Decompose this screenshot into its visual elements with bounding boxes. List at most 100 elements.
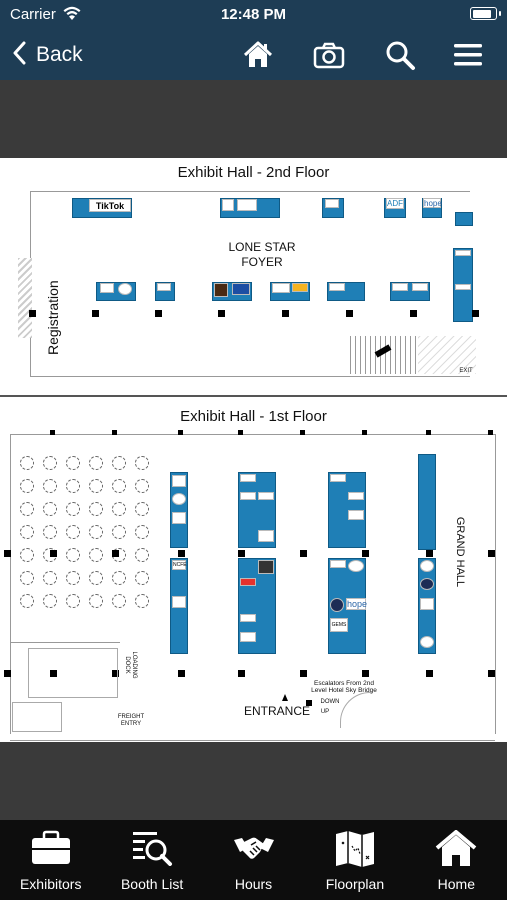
round-table xyxy=(20,479,34,493)
pillar xyxy=(300,430,305,435)
tab-hours[interactable]: Hours xyxy=(203,820,304,900)
foyer-label-line2: FOYER xyxy=(241,255,283,269)
pillar xyxy=(4,670,11,677)
tab-bar: Exhibitors Booth List Hours xyxy=(0,820,507,900)
tab-hours-label: Hours xyxy=(234,876,273,892)
exhibitor-logo xyxy=(330,560,346,568)
pillar xyxy=(50,430,55,435)
booth[interactable] xyxy=(418,454,436,550)
wall xyxy=(18,258,32,338)
exit-label: EXIT xyxy=(459,368,473,374)
wifi-icon xyxy=(62,5,82,26)
exhibitor-logo xyxy=(258,492,274,500)
camera-icon[interactable] xyxy=(313,39,345,71)
foyer-label-line1: LONE STAR xyxy=(228,240,296,254)
wall xyxy=(10,642,120,643)
booth[interactable] xyxy=(170,472,188,548)
pillar xyxy=(282,310,289,317)
exhibitor-logo xyxy=(258,560,274,574)
round-table xyxy=(43,571,57,585)
pillar xyxy=(178,430,183,435)
round-table xyxy=(89,502,103,516)
tab-home[interactable]: Home xyxy=(406,820,507,900)
round-table xyxy=(43,456,57,470)
search-icon[interactable] xyxy=(384,39,416,71)
pillar xyxy=(488,550,495,557)
wall xyxy=(30,376,470,377)
back-button[interactable]: Back xyxy=(12,38,83,72)
booth[interactable] xyxy=(455,212,473,226)
round-table xyxy=(66,502,80,516)
pillar xyxy=(50,550,57,557)
escalators-label: Escalators From 2nd Level Hotel Sky Brid… xyxy=(306,680,382,694)
pillar xyxy=(488,670,495,677)
pillar xyxy=(410,310,417,317)
round-table xyxy=(89,571,103,585)
tab-booth-list[interactable]: Booth List xyxy=(101,820,202,900)
round-table xyxy=(43,479,57,493)
pillar xyxy=(112,430,117,435)
escalator-marker xyxy=(306,700,312,706)
exhibitor-logo xyxy=(330,598,344,612)
tab-exhibitors-label: Exhibitors xyxy=(19,876,82,892)
pillar xyxy=(238,670,245,677)
exhibitor-logo xyxy=(172,493,186,505)
round-table xyxy=(135,594,149,608)
round-table xyxy=(66,594,80,608)
exhibitor-logo xyxy=(412,283,428,291)
round-table xyxy=(112,479,126,493)
wall xyxy=(495,434,496,734)
nav-bar: Back xyxy=(0,30,507,80)
battery-icon xyxy=(470,7,501,20)
floorplan-map[interactable]: Exhibit Hall - 2nd Floor TikTok ADF hope… xyxy=(0,158,507,742)
tab-home-label: Home xyxy=(437,876,475,892)
up-label: UP xyxy=(320,709,330,715)
exhibitor-logo xyxy=(240,632,256,642)
exhibitor-logo xyxy=(222,199,234,211)
menu-icon[interactable] xyxy=(452,39,484,71)
gems-logo: GEMS xyxy=(330,618,348,632)
round-table xyxy=(20,548,34,562)
pillar xyxy=(300,670,307,677)
exhibitor-logo xyxy=(237,199,257,211)
escalators-label-line2: Level Hotel Sky Bridge xyxy=(311,687,377,694)
wall xyxy=(418,336,476,374)
entrance-label: ENTRANCE xyxy=(243,704,310,718)
floor2-title: Exhibit Hall - 2nd Floor xyxy=(177,164,330,181)
pillar xyxy=(50,670,57,677)
pillar xyxy=(362,670,369,677)
chevron-left-icon xyxy=(12,41,26,70)
round-table xyxy=(89,548,103,562)
battery-level xyxy=(472,9,492,18)
exhibitor-logo xyxy=(325,199,339,208)
round-table xyxy=(112,594,126,608)
round-table xyxy=(20,456,34,470)
tab-floorplan[interactable]: Floorplan xyxy=(304,820,405,900)
round-table xyxy=(66,548,80,562)
exhibitor-logo xyxy=(348,560,364,572)
tiktok-logo: TikTok xyxy=(89,199,131,212)
home-icon[interactable] xyxy=(242,39,274,71)
pillar xyxy=(178,670,185,677)
status-bar: Carrier 12:48 PM xyxy=(0,0,507,30)
entrance-arrow-icon xyxy=(282,694,288,701)
wall xyxy=(30,191,470,192)
exhibitor-logo xyxy=(240,614,256,622)
tab-booth-list-label: Booth List xyxy=(120,876,184,892)
exhibitor-logo xyxy=(392,283,408,291)
carrier-label: Carrier xyxy=(10,6,56,23)
round-table xyxy=(20,571,34,585)
pillar xyxy=(346,310,353,317)
exhibitor-logo xyxy=(172,475,186,487)
round-table xyxy=(43,502,57,516)
exhibitor-logo xyxy=(172,596,186,608)
round-table xyxy=(66,456,80,470)
exhibitor-logo xyxy=(420,560,434,572)
adf-logo: ADF xyxy=(386,198,404,209)
round-table xyxy=(66,479,80,493)
tab-floorplan-label: Floorplan xyxy=(325,876,385,892)
home-icon xyxy=(435,830,477,873)
tab-exhibitors[interactable]: Exhibitors xyxy=(0,820,101,900)
pillar xyxy=(112,550,119,557)
briefcase-icon xyxy=(30,830,72,871)
